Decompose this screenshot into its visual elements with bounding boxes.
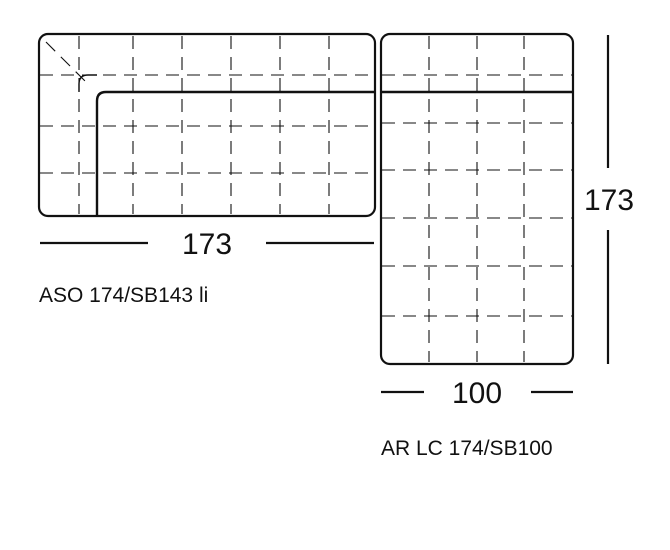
dimension-ar-lc-width-value: 100 bbox=[452, 377, 502, 410]
dimension-aso-width: 173 bbox=[40, 228, 374, 261]
dimension-ar-lc-depth-value: 173 bbox=[584, 184, 634, 217]
module-aso-outline bbox=[37, 32, 377, 218]
dimension-aso-width-value: 173 bbox=[182, 228, 232, 261]
module-aso-backrest-line bbox=[95, 90, 376, 216]
module-ar-lc-outline bbox=[379, 32, 575, 366]
module-ar-lc bbox=[379, 32, 575, 366]
module-aso bbox=[37, 32, 377, 218]
dimension-ar-lc-width: 100 bbox=[381, 377, 573, 410]
module-aso-label: ASO 174/SB143 li bbox=[39, 284, 208, 307]
module-ar-lc-cushion-grid bbox=[382, 36, 572, 362]
module-aso-cushion-grid bbox=[40, 36, 374, 214]
dimension-ar-lc-depth: 173 bbox=[584, 35, 634, 364]
module-ar-lc-label: AR LC 174/SB100 bbox=[381, 437, 553, 460]
module-aso-corner-detail bbox=[78, 74, 97, 92]
